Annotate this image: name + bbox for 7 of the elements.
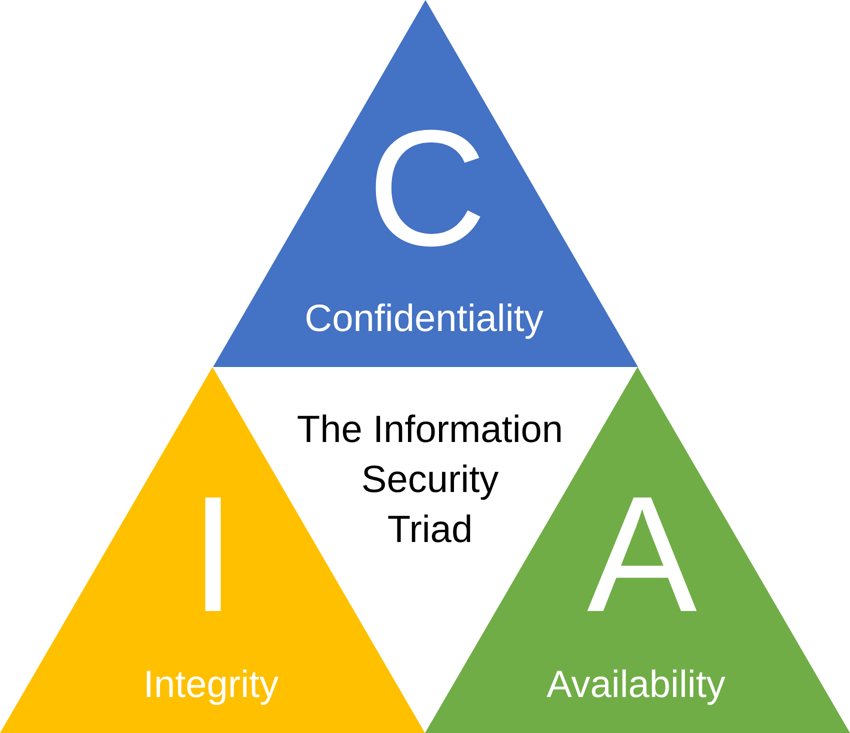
initial-letter: A xyxy=(586,488,698,620)
principle-label: Integrity xyxy=(143,664,279,708)
initial-letter: I xyxy=(190,488,236,620)
principle-label: Availability xyxy=(546,664,726,708)
principle-label: Confidentiality xyxy=(304,298,544,342)
triad-title: The Information Security Triad xyxy=(296,409,564,551)
initial-letter: C xyxy=(367,122,487,254)
